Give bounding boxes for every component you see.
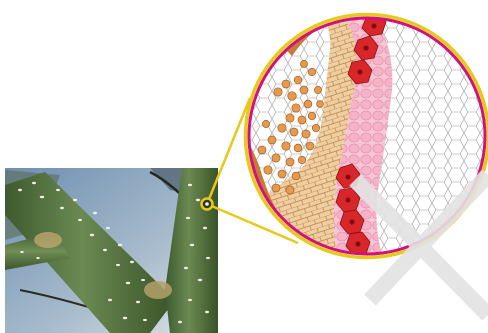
stem-photo [5, 168, 218, 333]
node-scar [34, 232, 62, 248]
magnified-view [236, 10, 488, 270]
callout-line-top [207, 98, 250, 204]
